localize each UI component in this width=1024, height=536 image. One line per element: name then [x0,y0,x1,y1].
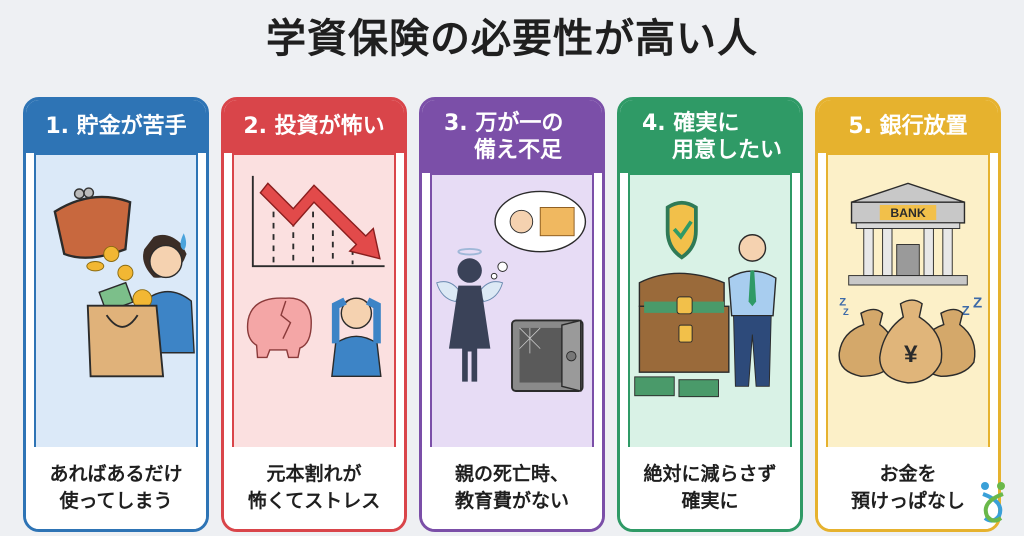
caption-line: 確実に [681,490,739,512]
illustration-spending [34,153,198,447]
page-title: 学資保険の必要性が高い人 [266,16,758,62]
card-header-text: 用意したい [672,137,783,163]
svg-text:Z: Z [962,303,970,318]
caption-line: 絶対に減らさず [643,463,777,485]
svg-text:Z: Z [843,306,849,317]
card-header-text: 備え不足 [474,137,563,163]
bank-building-icon: BANK [848,182,968,286]
card-header-text: 5. 銀行放置 [848,114,968,139]
worried-person-icon [331,297,382,377]
card-header-text: 4. 確実に [642,110,740,136]
illustration-secure [628,173,792,447]
card-bank-idle: 5. 銀行放置 BANK Z Z Z Z [815,97,1001,532]
caption-line: お金を [879,463,937,485]
card-header-text: 1. 貯金が苦手 [45,114,187,139]
shield-check-icon [665,200,698,260]
money-bag-icon: ¥ [838,299,976,384]
caption-line: 預けっぱなし [850,490,965,512]
card-header: 2. 投資が怖い [224,100,404,153]
broken-piggy-bank-icon [246,297,312,359]
card-header: 5. 銀行放置 [818,100,998,153]
angel-safe-icon [436,190,587,392]
card-investment-fear: 2. 投資が怖い 元 [221,97,407,532]
card-header-text: 2. 投資が怖い [243,114,385,139]
treasure-chest-shield-icon [634,200,777,398]
empty-safe-icon [511,319,584,392]
caption-line: あればあるだけ [49,463,183,485]
brand-logo-icon [981,482,1005,523]
card-emergency-unprepared: 3. 万が一の 備え不足 親の死亡時、 教育費がない [419,97,605,532]
caption-line: 教育費がない [454,490,569,512]
illustration-investment-fear [232,153,396,447]
card-header-text: 3. 万が一の [444,110,564,136]
card-savings-difficult: 1. 貯金が苦手 あればあるだけ 使ってしまう [23,97,209,532]
businessman-icon [728,234,777,387]
card-header: 1. 貯金が苦手 [26,100,206,153]
caption-line: 元本割れが [266,463,362,485]
purse-shopping-bag-icon [53,187,195,378]
illustration-emergency [430,173,594,447]
illustration-bank: BANK Z Z Z Z ¥ [826,153,990,447]
card-caption: お金を 預けっぱなし [818,447,998,529]
card-header: 3. 万が一の 備え不足 [422,100,602,173]
bank-money-bags-icon: BANK Z Z Z Z ¥ [838,182,982,384]
svg-text:¥: ¥ [904,341,918,368]
card-caption: あればあるだけ 使ってしまう [26,447,206,529]
card-caption: 絶対に減らさず 確実に [620,447,800,529]
caption-line: 使ってしまう [59,490,173,512]
falling-chart-icon [246,175,385,377]
svg-text:Z: Z [839,297,846,309]
caption-line: 怖くてストレス [247,490,381,512]
card-caption: 親の死亡時、 教育費がない [422,447,602,529]
card-secure-preparation: 4. 確実に 用意したい 絶対に減らさず 確実に [617,97,803,532]
card-caption: 元本割れが 怖くてストレス [224,447,404,529]
svg-text:BANK: BANK [890,206,925,220]
svg-text:Z: Z [973,295,982,312]
caption-line: 親の死亡時、 [454,463,569,485]
card-header: 4. 確実に 用意したい [620,100,800,173]
